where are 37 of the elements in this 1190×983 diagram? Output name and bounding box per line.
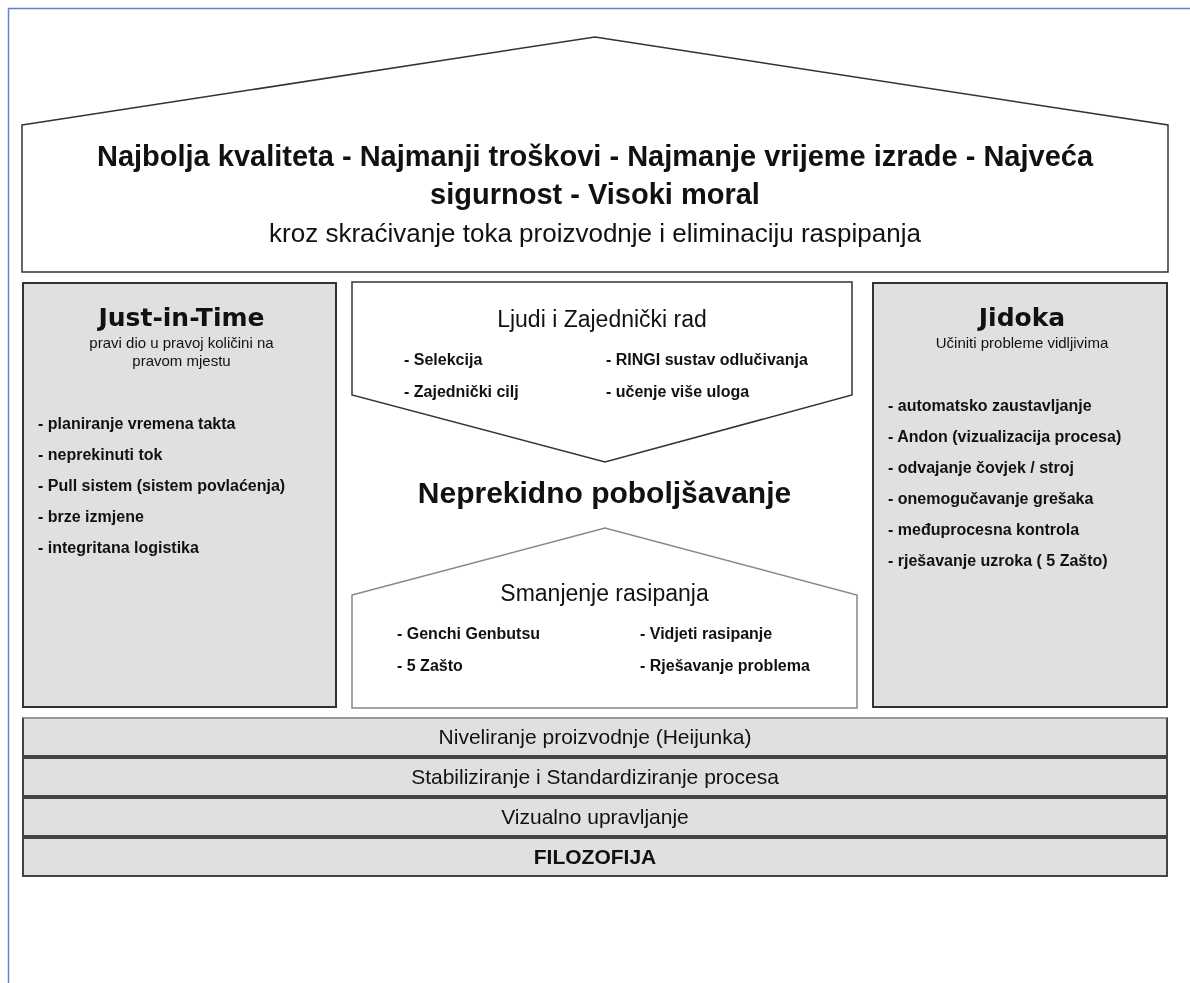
list-item: - učenje više uloga (606, 382, 751, 402)
chevron-panel (352, 282, 852, 462)
section-title: Ljudi i Zajednički rad (496, 305, 708, 334)
list-item: - automatsko zaustavljanje (888, 396, 1093, 416)
list-item: - brze izmjene (38, 507, 145, 527)
list-item: - planiranje vremena takta (38, 414, 237, 434)
pillar-panel (22, 282, 337, 708)
list-item: - Zajednički cilj (404, 382, 520, 402)
list-item: - 5 Zašto (397, 656, 464, 676)
roof-panel (22, 37, 1168, 272)
list-item: - Pull sistem (sistem povlaćenja) (38, 476, 287, 496)
list-item: - Andon (vizualizacija procesa) (888, 427, 1123, 447)
goal-subtitle: kroz skraćivanje toka proizvodnje i eliminaciju raspipanja (268, 217, 922, 250)
foundation-band: Vizualno upravljanje (22, 797, 1168, 837)
list-item: - integritana logistika (38, 538, 200, 558)
list-item: - rješavanje uzroka ( 5 Zašto) (888, 551, 1109, 571)
list-item: - Vidjeti rasipanje (640, 624, 774, 644)
pillar-subtitle: pravi dio u pravoj količini na pravom mjestu (88, 334, 275, 370)
foundation-band: FILOZOFIJA (22, 837, 1168, 877)
list-item: - onemogučavanje grešaka (888, 489, 1095, 509)
foundation-band: Stabiliziranje i Standardiziranje procesa (22, 757, 1168, 797)
pillar-subtitle: Učiniti probleme vidljivima (934, 334, 1110, 352)
pillar-title: Jidoka (976, 302, 1067, 334)
list-item: - međuprocesna kontrola (888, 520, 1081, 540)
list-item: - odvajanje čovjek / stroj (888, 458, 1075, 478)
section-title: Smanjenje rasipanja (499, 579, 710, 608)
list-item: - Selekcija (404, 350, 484, 370)
center-heading: Neprekidno poboljšavanje (352, 470, 857, 516)
list-item: - RINGI sustav odlučivanja (606, 350, 809, 370)
pillar-panel (872, 282, 1168, 708)
list-item: - Rješavanje problema (640, 656, 811, 676)
chevron-panel (352, 528, 857, 708)
list-item: - neprekinuti tok (38, 445, 164, 465)
foundation-band: Niveliranje proizvodnje (Heijunka) (22, 717, 1168, 757)
list-item: - Genchi Genbutsu (397, 624, 542, 644)
goal-heading: Najbolja kvaliteta - Najmanji troškovi - Najmanje vrijeme izrade - Najveća sigurnost - Visoki moral (95, 139, 1095, 212)
pillar-title: Just-in-Time (96, 302, 266, 334)
